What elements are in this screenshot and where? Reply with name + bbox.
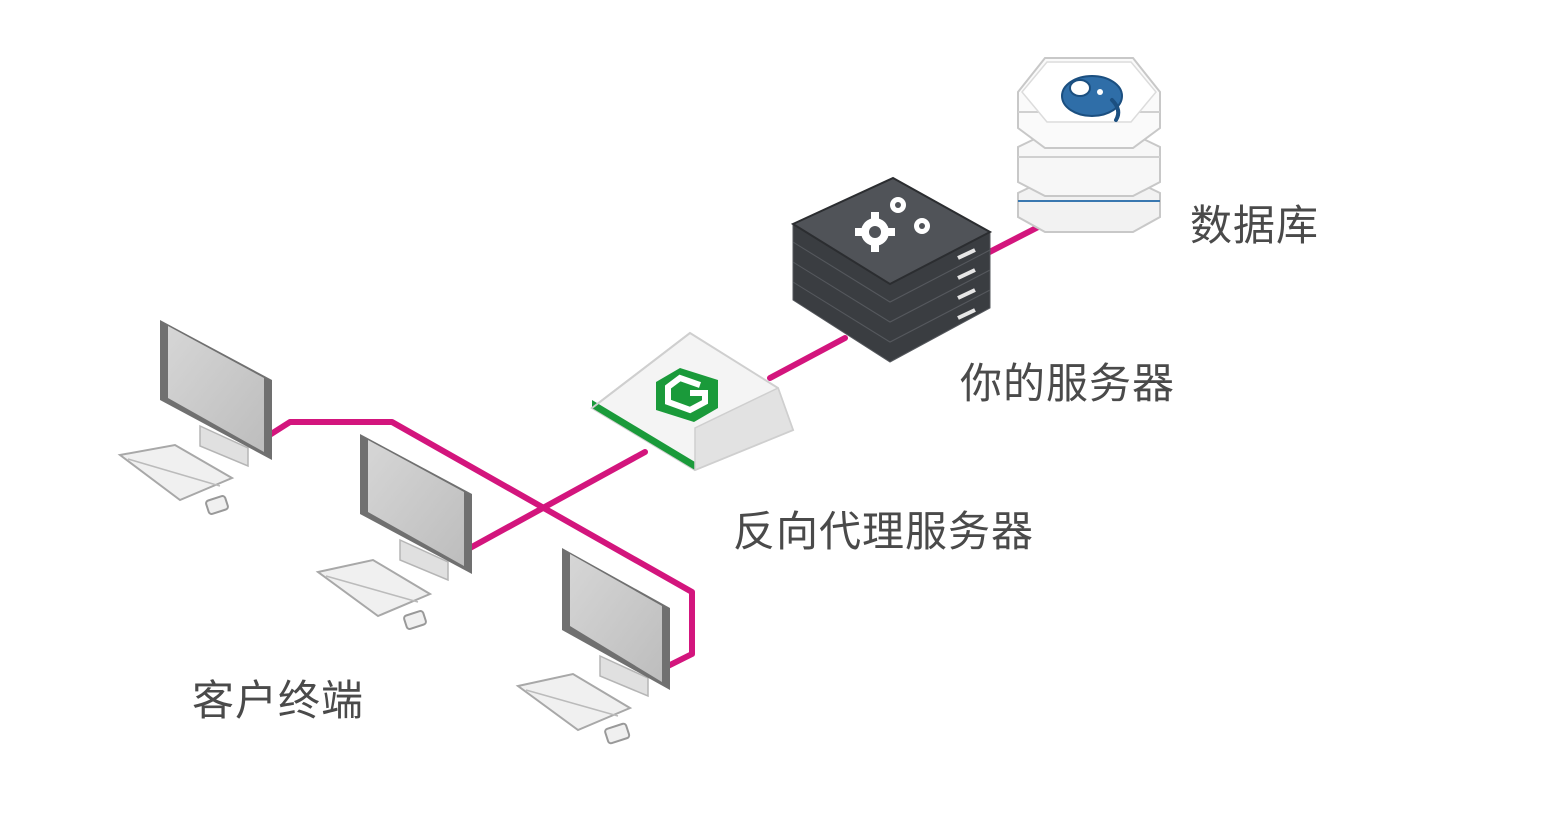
server-icon	[790, 176, 993, 363]
desktop-computer-icon	[117, 320, 272, 515]
gears-icon	[855, 197, 930, 252]
desktop-computer-icon	[515, 548, 670, 745]
your-server-label: 你的服务器	[960, 359, 1176, 408]
desktop-computer-icon	[315, 434, 472, 630]
client-terminal-label: 客户终端	[192, 676, 365, 725]
link-proxy-client2	[467, 449, 648, 551]
g-shield-icon	[656, 368, 718, 422]
database-icon	[1017, 57, 1161, 233]
proxy-device-icon	[590, 331, 795, 472]
reverse-proxy-label: 反向代理服务器	[733, 507, 1035, 556]
link-client1-client3	[265, 419, 695, 669]
database-label: 数据库	[1190, 201, 1320, 250]
postgresql-elephant-icon	[1061, 75, 1123, 122]
link-server-proxy	[767, 335, 848, 381]
